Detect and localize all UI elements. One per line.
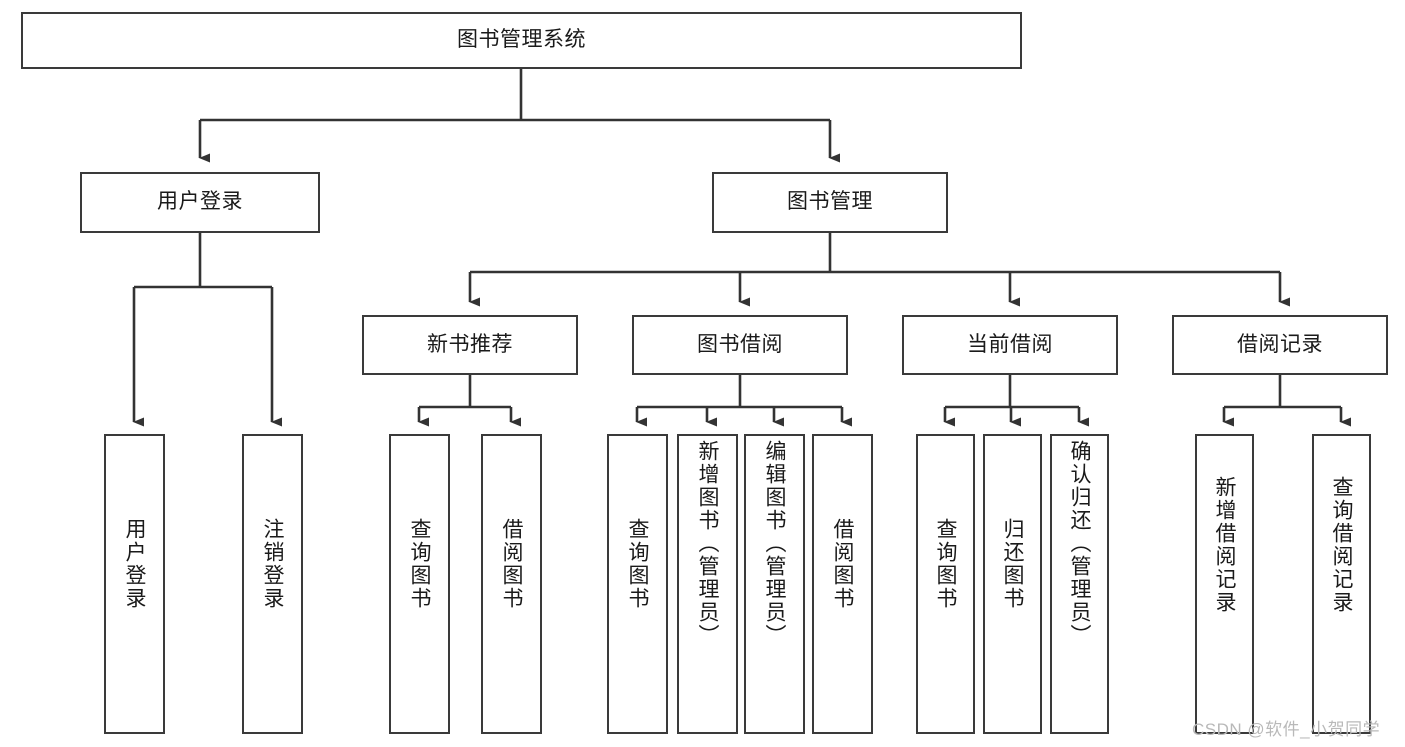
node-current-borrow[interactable]: 当前借阅 [902, 315, 1118, 375]
node-label: 查询借阅记录 [1330, 476, 1353, 614]
node-label: 借阅图书 [500, 518, 523, 610]
leaf-query-book[interactable]: 查询图书 [607, 434, 668, 734]
node-label: 图书借阅 [697, 332, 783, 356]
csdn-watermark: CSDN @软件_小贺同学 [1192, 720, 1381, 739]
node-root-system[interactable]: 图书管理系统 [21, 12, 1022, 69]
node-user-login[interactable]: 用户登录 [80, 172, 320, 233]
node-label: 编辑图书（管理员） [763, 440, 786, 647]
leaf-return-book[interactable]: 归还图书 [983, 434, 1042, 734]
leaf-logout[interactable]: 注销登录 [242, 434, 303, 734]
node-label: 借阅图书 [831, 518, 854, 610]
leaf-add-book-admin[interactable]: 新增图书（管理员） [677, 434, 738, 734]
node-label: 新书推荐 [427, 332, 513, 356]
node-book-borrow[interactable]: 图书借阅 [632, 315, 848, 375]
leaf-edit-book-admin[interactable]: 编辑图书（管理员） [744, 434, 805, 734]
leaf-borrow-book-recommend[interactable]: 借阅图书 [481, 434, 542, 734]
leaf-user-login[interactable]: 用户登录 [104, 434, 165, 734]
leaf-confirm-return-admin[interactable]: 确认归还（管理员） [1050, 434, 1109, 734]
node-label: 当前借阅 [967, 332, 1053, 356]
node-label: 注销登录 [261, 518, 284, 610]
node-new-book-recommend[interactable]: 新书推荐 [362, 315, 578, 375]
leaf-borrow-book[interactable]: 借阅图书 [812, 434, 873, 734]
leaf-query-book-recommend[interactable]: 查询图书 [389, 434, 450, 734]
node-label: 新增借阅记录 [1213, 476, 1236, 614]
node-label: 借阅记录 [1237, 332, 1323, 356]
node-label: 图书管理 [787, 190, 873, 214]
node-label: 查询图书 [626, 518, 649, 610]
node-borrow-record[interactable]: 借阅记录 [1172, 315, 1388, 375]
leaf-add-borrow-record[interactable]: 新增借阅记录 [1195, 434, 1254, 734]
node-label: 新增图书（管理员） [696, 440, 719, 647]
leaf-query-book-current[interactable]: 查询图书 [916, 434, 975, 734]
node-label: 确认归还（管理员） [1068, 440, 1091, 647]
node-label: 查询图书 [408, 518, 431, 610]
node-label: 查询图书 [934, 518, 957, 610]
node-label: 用户登录 [123, 518, 146, 610]
leaf-query-borrow-record[interactable]: 查询借阅记录 [1312, 434, 1371, 734]
node-label: 用户登录 [157, 190, 243, 214]
node-label: 归还图书 [1001, 518, 1024, 610]
node-label: 图书管理系统 [457, 28, 586, 52]
node-book-management[interactable]: 图书管理 [712, 172, 948, 233]
